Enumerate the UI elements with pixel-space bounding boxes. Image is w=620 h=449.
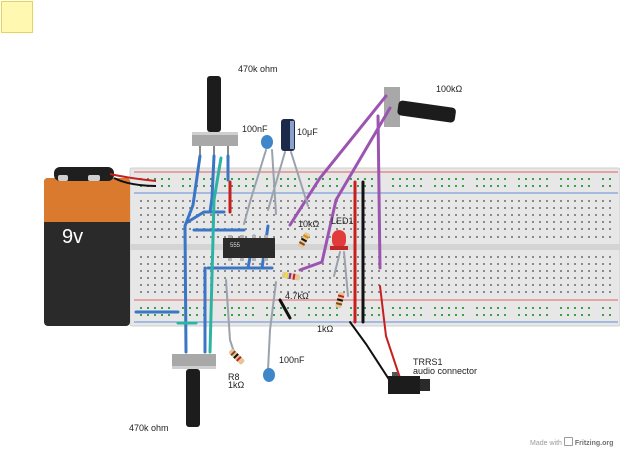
pot-bottom-value-label: 470k ohm [129, 423, 169, 433]
led-label: LED1 [331, 216, 354, 226]
potentiometer-bottom [172, 354, 216, 427]
battery-red-lead [109, 173, 157, 182]
capacitor-ceramic-bottom [263, 368, 275, 382]
potentiometer-top [192, 76, 238, 156]
resistor-r8 [229, 349, 245, 365]
trrs-name-label: TRRS1 [413, 357, 443, 367]
chip-marking-label: 555 [230, 243, 241, 249]
resistor-10k [298, 232, 310, 248]
resistor-10k-label: 10kΩ [298, 219, 320, 229]
fritzing-logo-icon [563, 437, 573, 446]
battery-black-lead [113, 177, 157, 187]
cap-ceramic-top-label: 100nF [242, 124, 268, 134]
resistor-4k7 [281, 271, 301, 281]
credit-prefix: Made with [530, 440, 562, 447]
led-red [330, 230, 348, 250]
trrs-desc-label: audio connector [413, 366, 478, 376]
r8-value-label: 1kΩ [228, 380, 245, 390]
fritzing-credit: Made with Fritzing.org [530, 437, 613, 447]
potentiometer-right [384, 87, 456, 127]
cap-ceramic-bottom-label: 100nF [279, 355, 305, 365]
capacitor-ceramic-top [261, 135, 273, 149]
pot-right-value-label: 100kΩ [436, 84, 463, 94]
pot-top-value-label: 470k ohm [238, 64, 278, 74]
resistor-1k [335, 291, 345, 309]
battery-9v [44, 167, 130, 326]
credit-brand: Fritzing.org [574, 440, 614, 447]
r8-name-label: R8 [228, 372, 240, 382]
trrs-audio-connector [388, 372, 430, 394]
chip-555 [223, 235, 275, 261]
battery-voltage-label: 9v [62, 226, 84, 248]
capacitor-electrolytic [281, 119, 295, 151]
resistor-4k7-label: 4.7kΩ [285, 291, 309, 301]
note-square [1, 1, 33, 33]
cap-electrolytic-label: 10μF [297, 127, 318, 137]
resistor-1k-label: 1kΩ [317, 324, 334, 334]
